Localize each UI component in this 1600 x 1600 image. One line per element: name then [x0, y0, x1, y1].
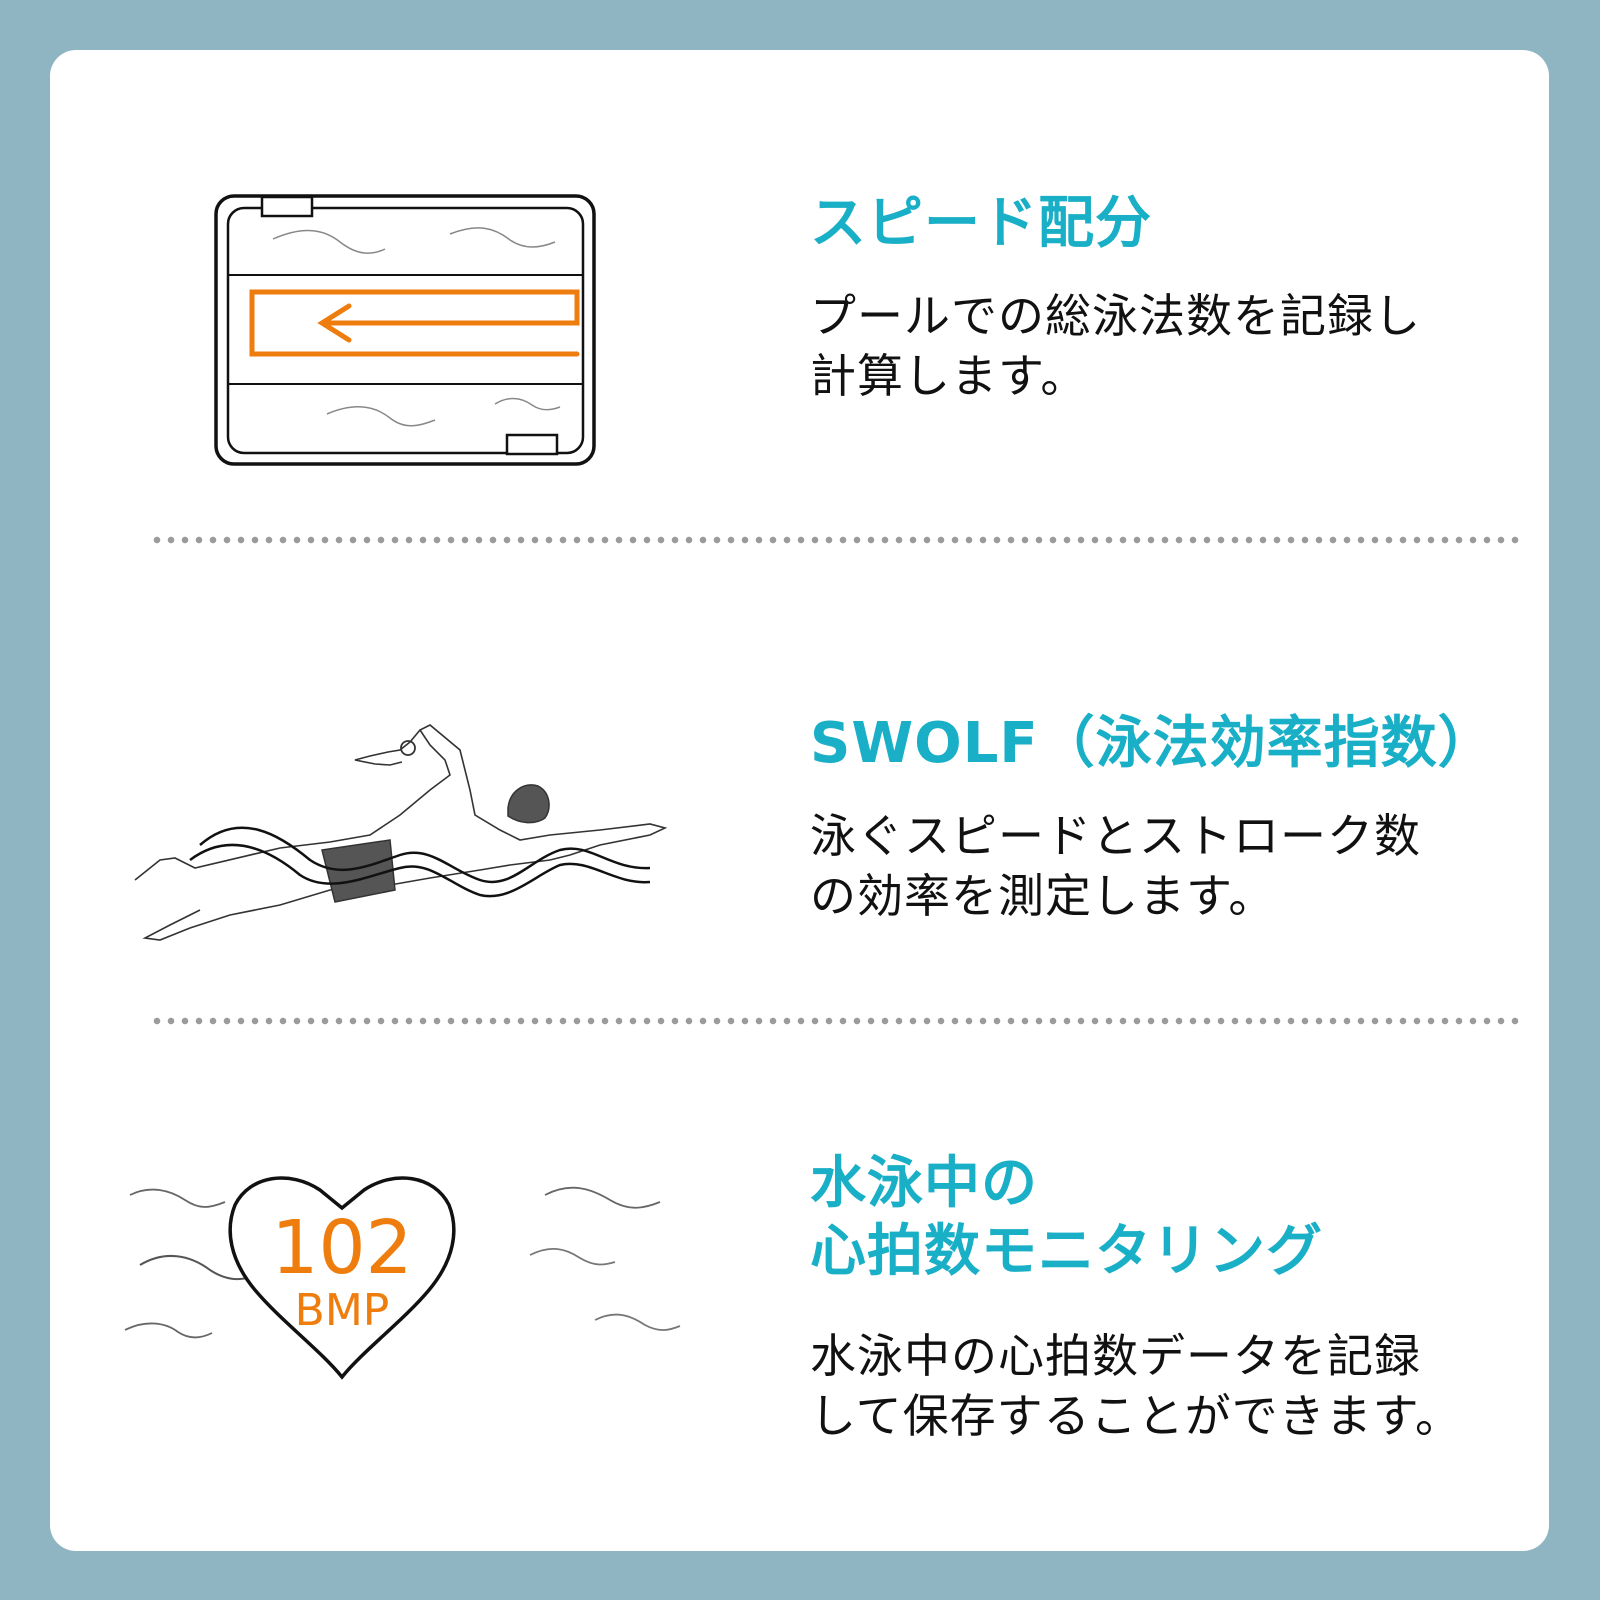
feature-card: スピード配分 プールでの総泳法数を記録し 計算します。 SWOLF（泳法効率指数…: [50, 50, 1549, 1551]
feature-swolf: SWOLF（泳法効率指数） 泳ぐスピードとストローク数 の効率を測定します。: [50, 540, 1549, 1020]
heart-rate-value: 102: [271, 1205, 413, 1291]
feature-description: 泳ぐスピードとストローク数 の効率を測定します。: [810, 809, 1421, 923]
feature-description: 水泳中の心拍数データを記録 して保存することができます。: [810, 1329, 1463, 1443]
heart-rate-icon: 102 BMP: [110, 1170, 710, 1410]
swimmer-icon: [134, 724, 668, 941]
pool-lane-arrow-icon: [214, 194, 596, 466]
dotted-divider: [150, 536, 1520, 544]
feature-title: SWOLF（泳法効率指数）: [810, 711, 1495, 776]
heart-rate-unit: BMP: [294, 1285, 390, 1336]
feature-description: プールでの総泳法数を記録し 計算します。: [810, 289, 1421, 403]
feature-title: 水泳中の 心拍数モニタリング: [810, 1151, 1323, 1284]
feature-title: スピード配分: [810, 191, 1152, 256]
dotted-divider: [150, 1017, 1520, 1025]
feature-heart-rate: 102 BMP 水泳中の 心拍数モニタリング 水泳中の心拍数データを記録 して保…: [50, 1020, 1549, 1550]
feature-speed-pacing: スピード配分 プールでの総泳法数を記録し 計算します。: [50, 50, 1549, 540]
